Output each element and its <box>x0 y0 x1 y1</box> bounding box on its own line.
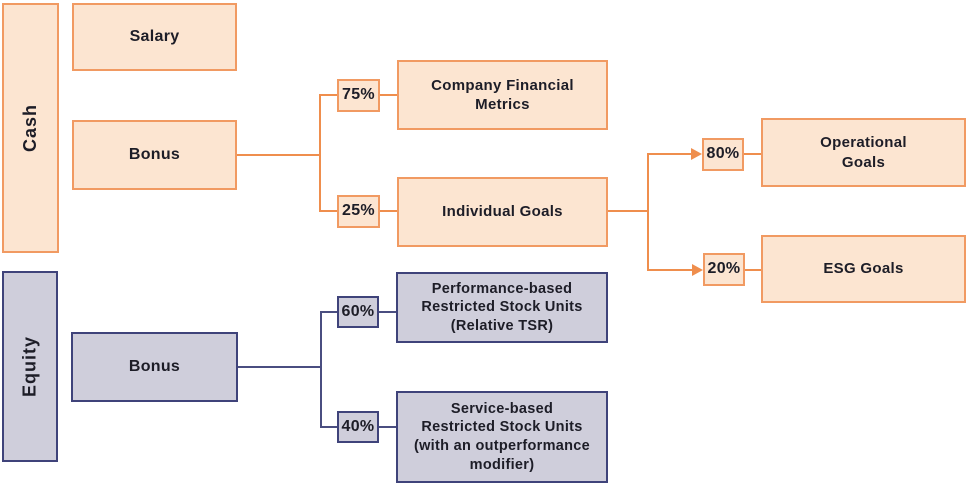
percent-75-badge: 75% <box>337 79 380 112</box>
connector-to-60 <box>320 311 337 313</box>
percent-40-badge: 40% <box>337 411 379 443</box>
connector-80-to-operational <box>744 153 761 155</box>
salary-node: Salary <box>72 3 237 71</box>
connector-to-20 <box>647 269 693 271</box>
connector-40-to-service <box>379 426 396 428</box>
connector-20-to-esg <box>745 269 761 271</box>
connector-60-to-performance <box>379 311 396 313</box>
equity-bonus-node: Bonus <box>71 332 238 402</box>
equity-group-label: Equity <box>2 271 58 462</box>
connector-to-25 <box>319 210 337 212</box>
percent-60-badge: 60% <box>337 296 379 328</box>
cash-split-vertical-connector <box>319 94 321 212</box>
percent-20-badge: 20% <box>703 253 745 286</box>
operational-goals-node: Operational Goals <box>761 118 966 187</box>
service-rsu-node: Service-based Restricted Stock Units (wi… <box>396 391 608 483</box>
goals-split-vertical-connector <box>647 153 649 271</box>
esg-goals-node: ESG Goals <box>761 235 966 303</box>
company-financial-metrics-node: Company Financial Metrics <box>397 60 608 130</box>
connector-25-to-individual <box>380 210 397 212</box>
connector-to-75 <box>319 94 337 96</box>
connector-to-40 <box>320 426 337 428</box>
percent-25-badge: 25% <box>337 195 380 228</box>
equity-split-vertical-connector <box>320 311 322 428</box>
percent-80-badge: 80% <box>702 138 744 171</box>
connector-to-80 <box>647 153 692 155</box>
cash-bonus-stem-connector <box>237 154 321 156</box>
arrowhead-80-icon <box>691 148 702 160</box>
individual-goals-node: Individual Goals <box>397 177 608 247</box>
connector-75-to-company <box>380 94 397 96</box>
equity-bonus-stem-connector <box>238 366 322 368</box>
arrowhead-20-icon <box>692 264 703 276</box>
cash-bonus-node: Bonus <box>72 120 237 190</box>
individual-goals-stem-connector <box>608 210 648 212</box>
cash-group-label: Cash <box>2 3 59 253</box>
performance-rsu-node: Performance-based Restricted Stock Units… <box>396 272 608 343</box>
